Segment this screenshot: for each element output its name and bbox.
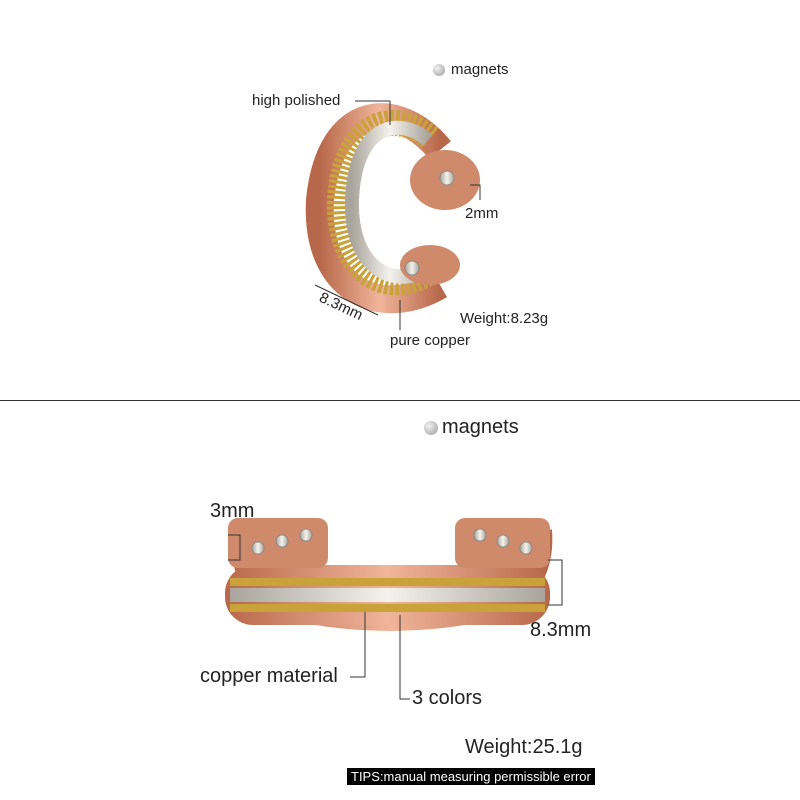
bracelet-magnets-label: magnets	[424, 416, 519, 439]
magnet-dot-icon	[424, 420, 438, 435]
ring-weight-label: Weight:8.23g	[460, 310, 549, 327]
bracelet-colors-label: 3 colors	[412, 687, 483, 709]
ring-magnets-text: magnets	[451, 61, 509, 78]
magnet	[404, 260, 420, 276]
high-polished-label: high polished	[252, 92, 341, 109]
tips-banner: TIPS:manual measuring permissible error	[347, 768, 595, 785]
magnet-dot-icon	[433, 64, 445, 77]
bracelet-image	[225, 518, 563, 700]
ring-magnets-label: magnets	[433, 61, 509, 78]
ring-image	[305, 100, 481, 330]
bracelet-magnets-text: magnets	[442, 416, 519, 438]
section-divider	[0, 400, 800, 401]
bracelet-material-label: copper material	[200, 665, 338, 687]
ring-thickness-label: 2mm	[465, 205, 499, 222]
bracelet-width-label: 8.3mm	[530, 619, 592, 641]
bracelet-weight-label: Weight:25.1g	[465, 736, 583, 758]
magnet	[439, 170, 455, 186]
ring-material-label: pure copper	[390, 332, 471, 349]
bracelet-thickness-label: 3mm	[210, 500, 255, 522]
